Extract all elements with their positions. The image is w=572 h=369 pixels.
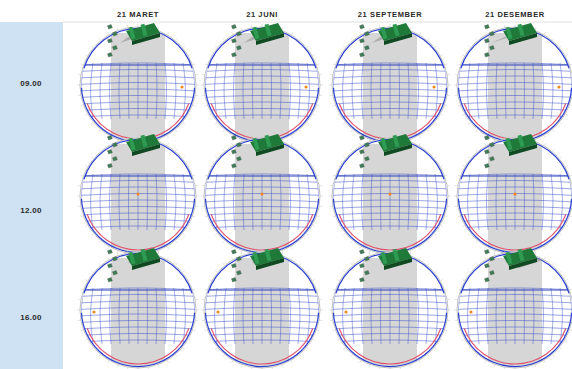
sun-path-diagram — [454, 248, 572, 369]
column-header: 21 DESEMBER — [485, 10, 545, 19]
sun-path-diagram — [454, 134, 572, 268]
sun-path-diagram — [454, 23, 572, 157]
sun-path-diagram — [329, 23, 451, 157]
sun-path-diagram — [77, 23, 199, 157]
header-rule — [63, 22, 572, 23]
column-header: 21 JUNI — [246, 10, 278, 19]
row-header: 16.00 — [20, 313, 42, 322]
sun-path-diagram — [201, 23, 323, 157]
row-header: 09.00 — [20, 79, 42, 88]
sun-path-diagram — [77, 134, 199, 268]
sun-path-diagram — [77, 248, 199, 369]
sun-path-diagram — [201, 248, 323, 369]
sun-path-diagram — [329, 134, 451, 268]
row-header: 12.00 — [20, 206, 42, 215]
sun-path-diagram — [201, 134, 323, 268]
column-header: 21 MARET — [117, 10, 159, 19]
sun-path-diagram — [329, 248, 451, 369]
row-header-band — [0, 22, 63, 369]
column-header: 21 SEPTEMBER — [358, 10, 422, 19]
